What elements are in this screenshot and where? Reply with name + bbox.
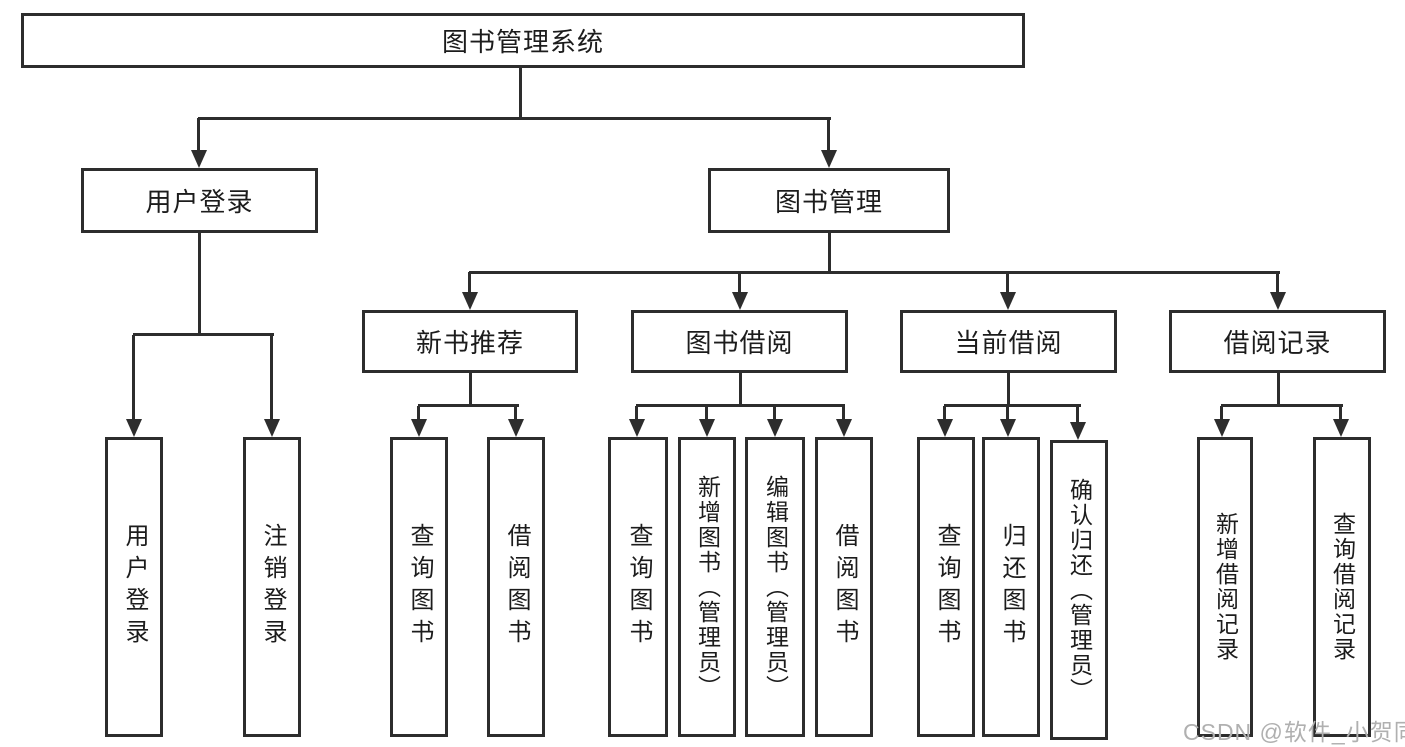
- arrowhead-down-icon: [937, 419, 953, 437]
- arrow-stem: [417, 406, 420, 421]
- leaf-add-borrow-record-label: 新增借阅记录: [1212, 512, 1239, 662]
- arrow-stem: [1006, 406, 1009, 421]
- connector-line: [828, 233, 831, 272]
- node-new-book-recommend-label: 新书推荐: [415, 328, 524, 358]
- leaf-borrow-books-recommend: 借阅图书: [487, 437, 545, 737]
- leaf-logout-label: 注销登录: [259, 523, 286, 651]
- arrow-stem: [943, 406, 946, 421]
- arrowhead-down-icon: [1270, 292, 1286, 310]
- leaf-logout: 注销登录: [243, 437, 301, 737]
- leaf-query-books-borrow: 查询图书: [608, 437, 668, 737]
- leaf-confirm-return-admin-label: 确认归还（管理员）: [1066, 477, 1093, 703]
- connector-line: [418, 404, 519, 407]
- arrow-stem: [197, 118, 200, 152]
- arrowhead-down-icon: [264, 419, 280, 437]
- arrowhead-down-icon: [508, 419, 524, 437]
- leaf-user-login: 用户登录: [105, 437, 163, 737]
- node-root-label: 图书管理系统: [441, 27, 604, 57]
- leaf-add-books-admin: 新增图书（管理员）: [678, 437, 736, 737]
- arrow-stem: [1220, 406, 1223, 421]
- arrowhead-down-icon: [1214, 419, 1230, 437]
- leaf-query-borrow-record: 查询借阅记录: [1313, 437, 1371, 737]
- leaf-add-books-admin-label: 新增图书（管理员）: [694, 474, 721, 700]
- node-book-management: 图书管理: [708, 168, 950, 233]
- arrowhead-down-icon: [1000, 419, 1016, 437]
- arrowhead-down-icon: [732, 292, 748, 310]
- connector-line: [1221, 404, 1343, 407]
- arrow-stem: [468, 272, 471, 294]
- leaf-query-books-borrow-label: 查询图书: [625, 523, 652, 651]
- arrowhead-down-icon: [191, 150, 207, 168]
- leaf-borrow-books-recommend-label: 借阅图书: [503, 523, 530, 651]
- arrowhead-down-icon: [1000, 292, 1016, 310]
- arrowhead-down-icon: [836, 419, 852, 437]
- leaf-return-books-label: 归还图书: [998, 523, 1025, 651]
- leaf-borrow-books-borrow: 借阅图书: [815, 437, 873, 737]
- leaf-edit-books-admin-label: 编辑图书（管理员）: [762, 474, 789, 700]
- arrowhead-down-icon: [1070, 422, 1086, 440]
- arrow-stem: [635, 406, 638, 421]
- connector-line: [739, 373, 742, 406]
- node-book-borrow: 图书借阅: [631, 310, 848, 373]
- connector-line: [1007, 373, 1010, 406]
- node-current-borrow: 当前借阅: [900, 310, 1117, 373]
- connector-line: [198, 117, 831, 120]
- watermark: CSDN @软件_小贺同学: [1183, 719, 1405, 745]
- arrow-stem: [270, 335, 273, 421]
- arrow-stem: [514, 406, 517, 421]
- arrow-stem: [773, 406, 776, 421]
- leaf-add-borrow-record: 新增借阅记录: [1197, 437, 1253, 737]
- leaf-return-books: 归还图书: [982, 437, 1040, 737]
- arrow-stem: [1006, 272, 1009, 294]
- arrow-stem: [1076, 406, 1079, 424]
- leaf-confirm-return-admin: 确认归还（管理员）: [1050, 440, 1108, 740]
- leaf-query-books-recommend: 查询图书: [390, 437, 448, 737]
- node-book-borrow-label: 图书借阅: [685, 328, 794, 358]
- arrowhead-down-icon: [767, 419, 783, 437]
- arrowhead-down-icon: [629, 419, 645, 437]
- arrow-stem: [842, 406, 845, 421]
- arrow-stem: [705, 406, 708, 421]
- connector-line: [469, 271, 1280, 274]
- connector-line: [469, 373, 472, 406]
- node-root: 图书管理系统: [21, 13, 1025, 68]
- arrow-stem: [738, 272, 741, 294]
- connector-line: [1277, 373, 1280, 406]
- arrowhead-down-icon: [126, 419, 142, 437]
- leaf-user-login-label: 用户登录: [121, 523, 148, 651]
- node-borrow-records: 借阅记录: [1169, 310, 1386, 373]
- arrowhead-down-icon: [411, 419, 427, 437]
- arrow-stem: [1276, 272, 1279, 294]
- leaf-query-books-current: 查询图书: [917, 437, 975, 737]
- arrow-stem: [827, 118, 830, 152]
- arrowhead-down-icon: [699, 419, 715, 437]
- node-user-login: 用户登录: [81, 168, 318, 233]
- leaf-edit-books-admin: 编辑图书（管理员）: [745, 437, 805, 737]
- connector-line: [636, 404, 845, 407]
- node-new-book-recommend: 新书推荐: [362, 310, 578, 373]
- arrow-stem: [132, 335, 135, 421]
- arrowhead-down-icon: [462, 292, 478, 310]
- leaf-query-books-recommend-label: 查询图书: [406, 523, 433, 651]
- node-book-management-label: 图书管理: [774, 187, 883, 217]
- arrow-stem: [1339, 406, 1342, 421]
- node-current-borrow-label: 当前借阅: [954, 328, 1063, 358]
- connector-line: [519, 67, 522, 118]
- connector-line: [133, 333, 274, 336]
- leaf-borrow-books-borrow-label: 借阅图书: [831, 523, 858, 651]
- arrowhead-down-icon: [821, 150, 837, 168]
- node-borrow-records-label: 借阅记录: [1223, 328, 1332, 358]
- leaf-query-borrow-record-label: 查询借阅记录: [1329, 512, 1356, 662]
- leaf-query-books-current-label: 查询图书: [933, 523, 960, 651]
- arrowhead-down-icon: [1333, 419, 1349, 437]
- node-user-login-label: 用户登录: [145, 187, 254, 217]
- connector-line: [944, 404, 1081, 407]
- connector-line: [198, 233, 201, 334]
